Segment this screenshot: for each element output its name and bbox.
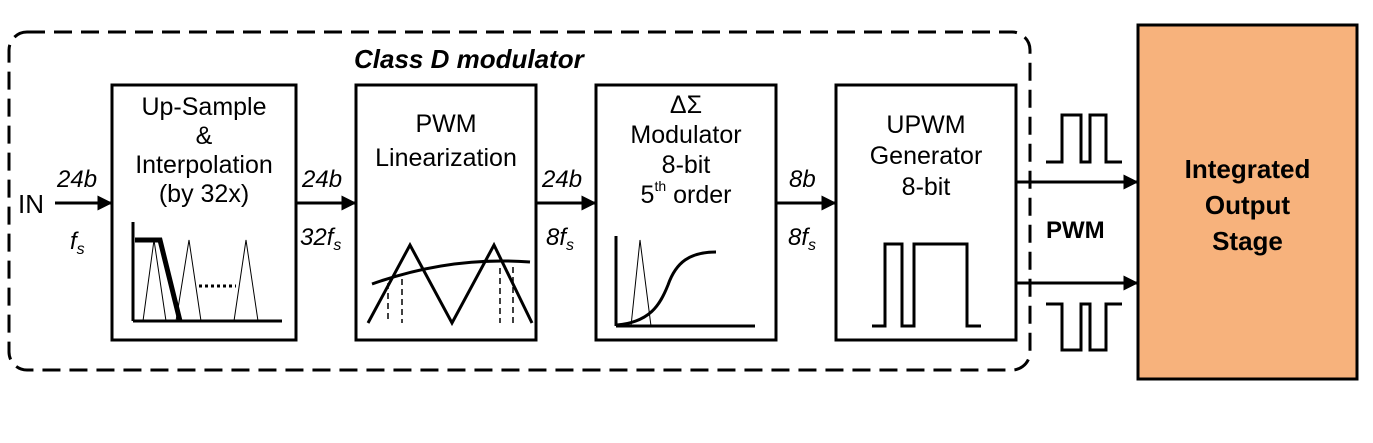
link2-bits-label: 24b [542, 166, 583, 193]
upwm-generator-label: UPWM Generator 8-bit [869, 111, 983, 201]
pwm-linearization-block [354, 83, 538, 342]
output-stage-label: Integrated Output Stage [1184, 154, 1311, 256]
upwm-pulse-graphic [872, 242, 981, 328]
upwm-generator-block [834, 83, 1018, 342]
upsample-block-label: Up-Sample & Interpolation (by 32x) [135, 93, 273, 208]
link3-bits-label: 8b [789, 166, 816, 193]
link1-rate-label: 32fs [300, 224, 342, 254]
interpolation-spectrum-graphic [131, 222, 282, 323]
pwm-waveform-negative [1046, 302, 1122, 352]
delta-sigma-block [594, 83, 778, 342]
link3-rate-label: 8fs [788, 224, 817, 254]
output-stage-block [1136, 23, 1359, 381]
pwm-waveform-positive [1046, 113, 1122, 164]
pwm-output-label: PWM [1046, 217, 1105, 244]
modulator-boundary [7, 30, 1032, 372]
upsample-block [110, 83, 298, 342]
noise-shaping-graphic [614, 236, 755, 328]
input-bits-label: 24b [57, 166, 98, 193]
pwm-linearization-label: PWM Linearization [375, 110, 517, 172]
input-label: IN [18, 189, 44, 219]
link2-rate-label: 8fs [546, 224, 575, 254]
input-rate-label: fs [70, 228, 85, 258]
modulator-title: Class D modulator [354, 44, 584, 74]
delta-sigma-label: ΔΣ Modulator 8-bit 5th order [630, 91, 742, 209]
link1-bits-label: 24b [302, 166, 343, 193]
linearization-graphic [366, 241, 534, 327]
